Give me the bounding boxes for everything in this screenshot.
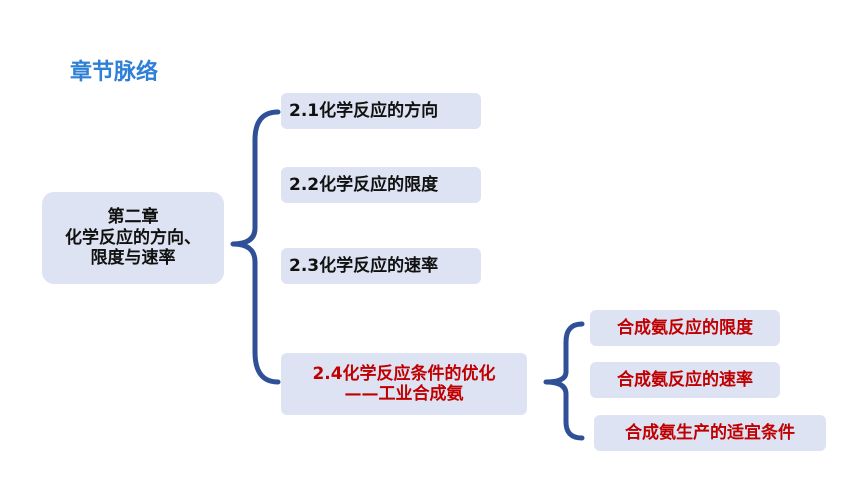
subsection-rate: 合成氨反应的速率 — [590, 362, 780, 398]
section-2-1: 2.1化学反应的方向 — [281, 93, 481, 129]
sub-brace — [543, 321, 585, 441]
chapter-title-line2: 限度与速率 — [90, 248, 176, 269]
main-brace — [230, 109, 281, 385]
section-2-4: 2.4化学反应条件的优化 ——工业合成氨 — [281, 353, 527, 415]
page-title: 章节脉络 — [70, 60, 159, 85]
subsection-conditions: 合成氨生产的适宜条件 — [594, 415, 826, 451]
section-2-3: 2.3化学反应的速率 — [281, 248, 481, 284]
section-2-4-subtitle: ——工业合成氨 — [344, 384, 464, 404]
subsection-limit: 合成氨反应的限度 — [590, 310, 780, 346]
chapter-box: 第二章 化学反应的方向、 限度与速率 — [42, 192, 224, 284]
chapter-title-line1: 化学反应的方向、 — [65, 227, 201, 248]
section-2-2: 2.2化学反应的限度 — [281, 167, 481, 203]
chapter-number: 第二章 — [107, 207, 159, 228]
section-2-4-title: 2.4化学反应条件的优化 — [312, 363, 496, 384]
